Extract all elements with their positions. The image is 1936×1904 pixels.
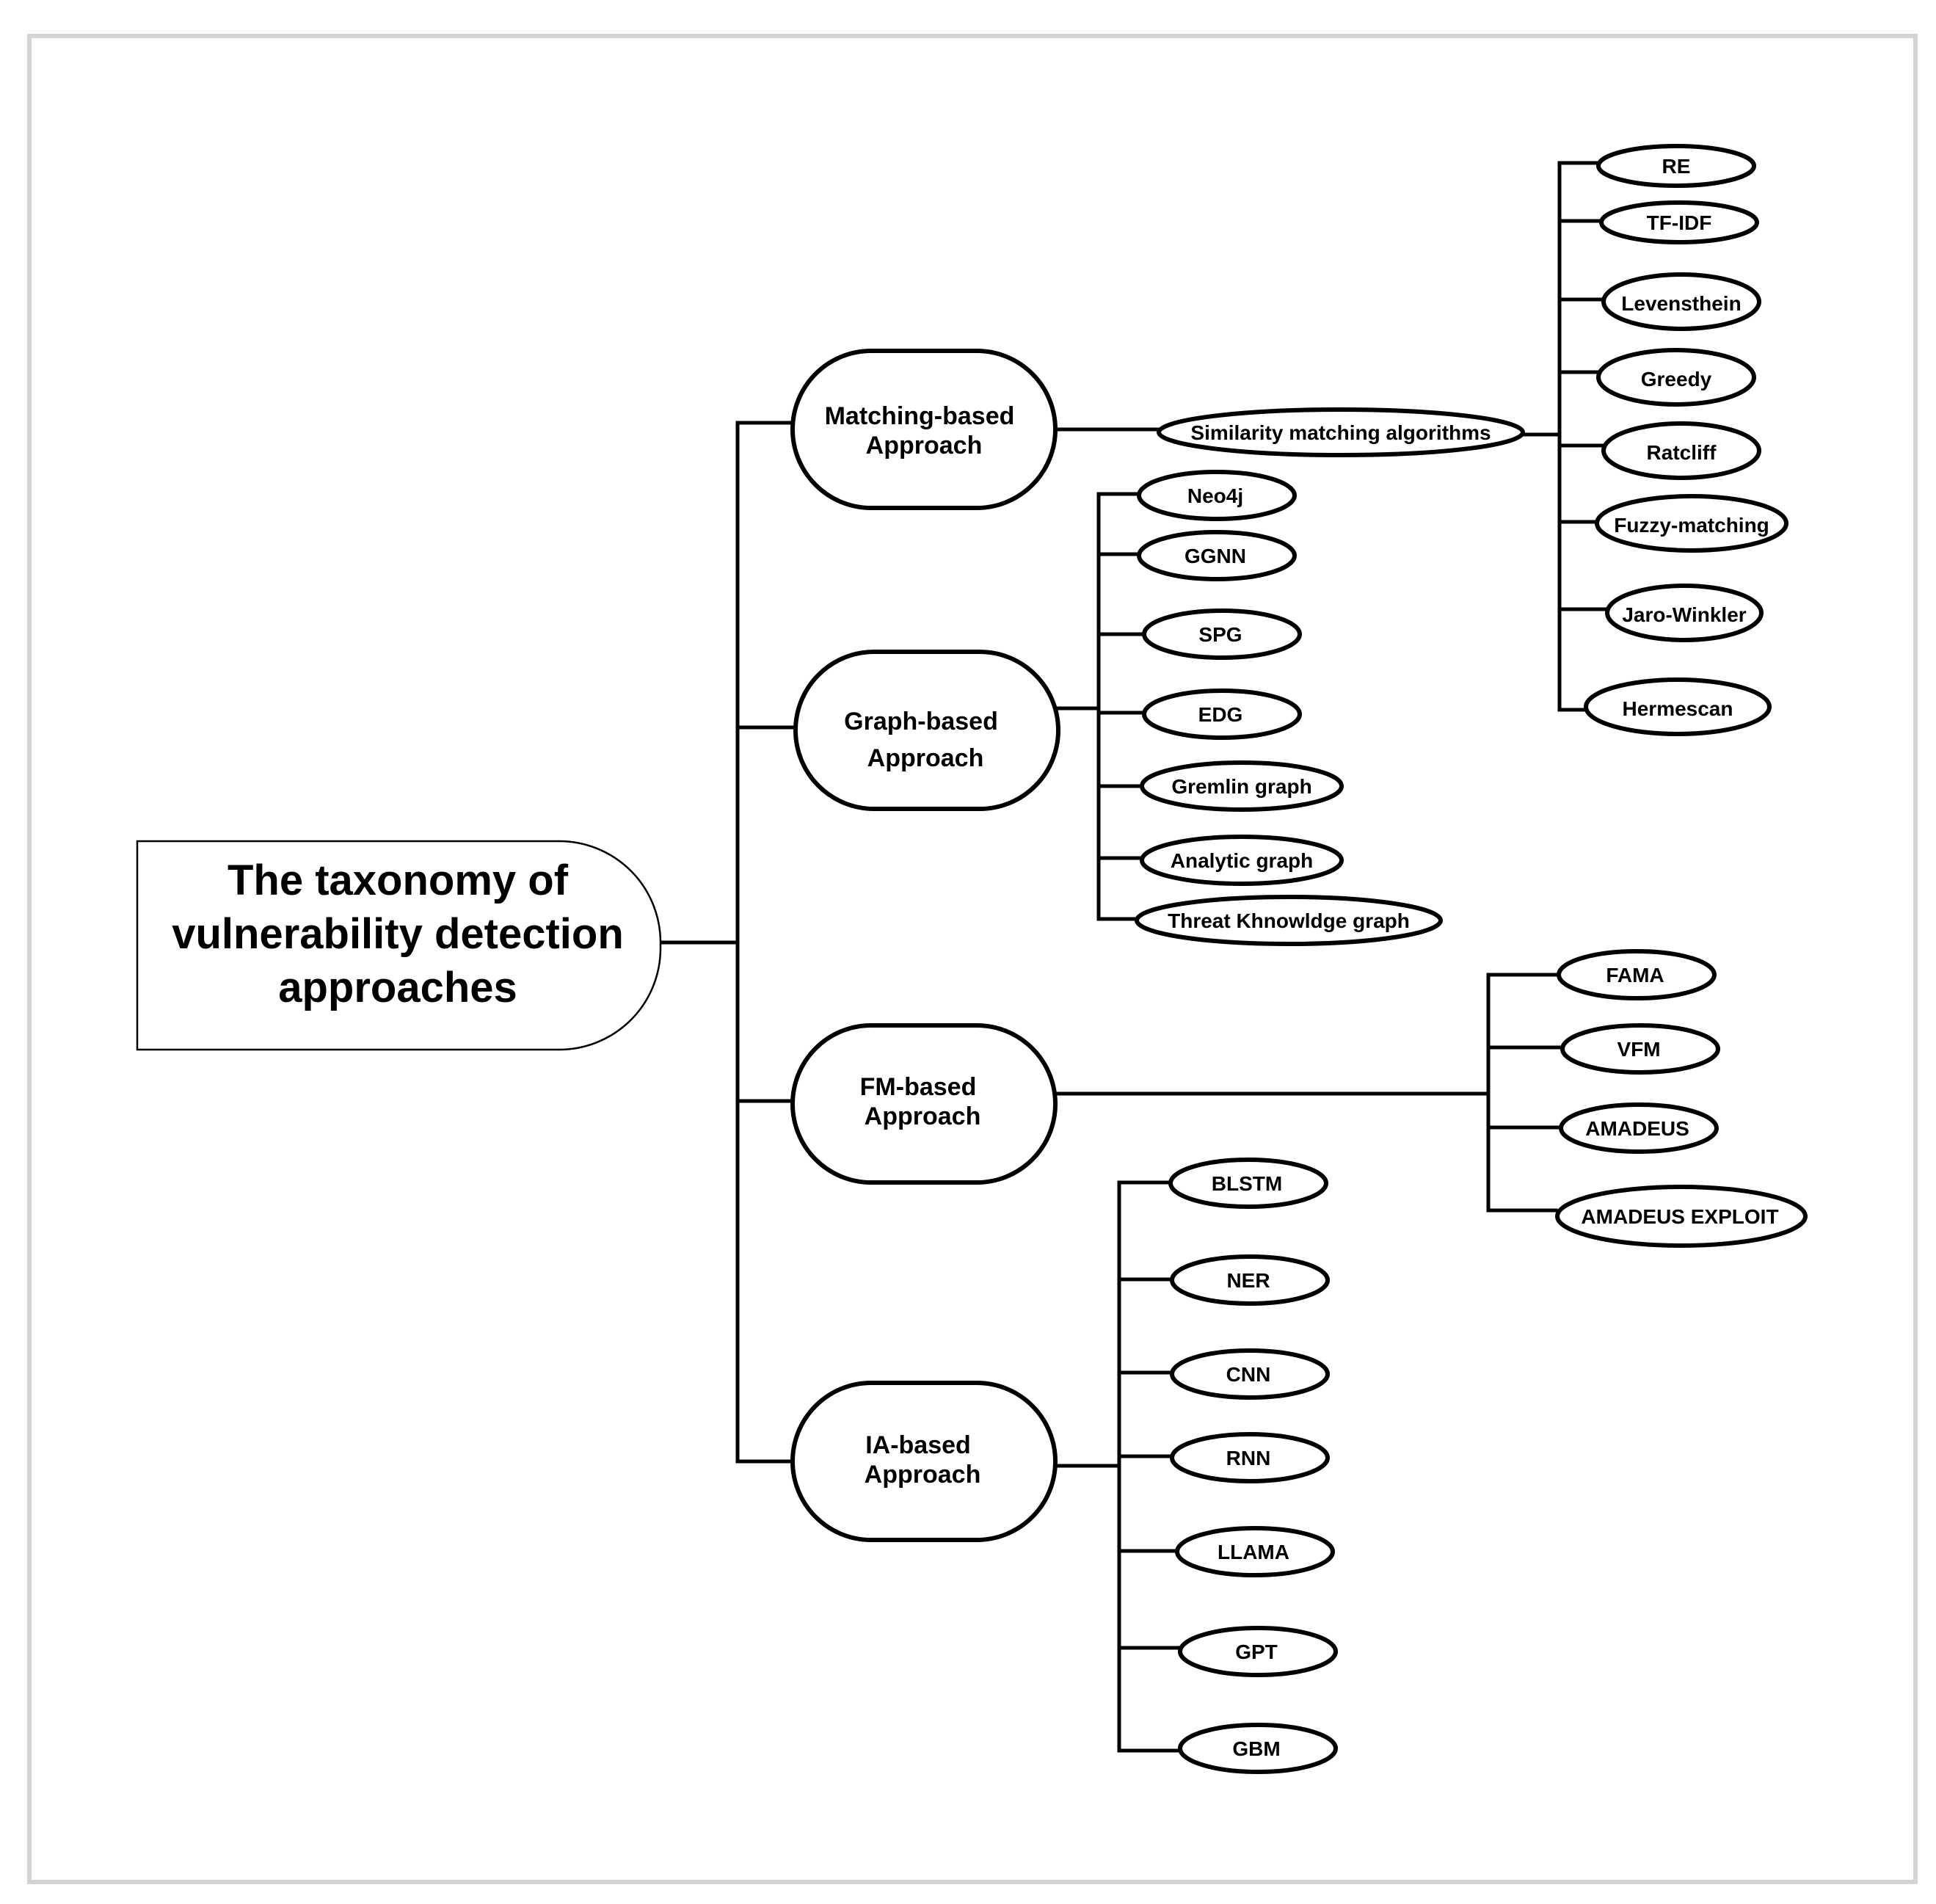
approach-graph-line-2: Approach [867,744,984,772]
leaf-label: Hermescan [1623,697,1733,720]
leaf-label: Greedy [1641,368,1712,390]
graph-leaves: Neo4j GGNN SPG EDG Gremlin graph Analyti… [1135,470,1443,946]
root-title-line-1: The taxonomy of [228,857,569,904]
leaf-node: TF-IDF [1599,200,1759,244]
leaf-node: EDG [1142,688,1302,740]
leaf-node: FAMA [1557,949,1717,1000]
leaf-node: SPG [1142,608,1302,660]
leaf-label: FAMA [1606,964,1664,986]
leaf-node: GBM [1178,1723,1338,1774]
leaf-label: Threat Khnowldge graph [1168,909,1410,932]
leaf-node: Ratcliff [1601,421,1761,480]
approach-ia-line-1: IA-based [865,1431,971,1459]
leaf-label: Analytic graph [1171,849,1313,872]
similarity-matching-node: Similarity matching algorithms [1157,407,1525,457]
matching-leaves: RE TF-IDF Levensthein Greedy Ratcliff Fu… [1584,144,1788,736]
approach-ia-line-2: Approach [865,1461,981,1489]
leaf-label: RE [1662,155,1691,178]
root-node: The taxonomy of vulnerability detection … [136,840,662,1051]
leaf-node: LLAMA [1175,1526,1335,1577]
leaf-label: Levensthein [1621,292,1741,315]
leaf-label: GGNN [1184,545,1246,567]
leaf-label: Fuzzy-matching [1614,514,1769,537]
leaf-node: GPT [1178,1626,1338,1677]
similarity-matching-label: Similarity matching algorithms [1190,421,1491,444]
leaf-label: CNN [1226,1363,1271,1386]
leaf-node: Greedy [1596,348,1756,407]
leaf-node: GGNN [1137,530,1297,581]
ia-leaves: BLSTM NER CNN RNN LLAMA GPT GBM [1168,1158,1338,1774]
leaf-node: BLSTM [1168,1158,1328,1209]
leaf-label: RNN [1226,1447,1271,1469]
connector-lines [658,161,1609,1753]
leaf-label: Gremlin graph [1171,775,1311,798]
leaf-label: AMADEUS [1585,1117,1689,1140]
leaf-label: VFM [1617,1038,1660,1061]
root-title-line-3: approaches [278,964,517,1011]
leaf-node: Hermescan [1584,677,1772,736]
approach-fm-line-2: Approach [865,1102,981,1130]
leaf-node: RE [1596,144,1756,188]
leaf-node: NER [1170,1254,1330,1306]
leaf-node: AMADEUS EXPLOIT [1555,1185,1808,1248]
leaf-node: VFM [1560,1023,1720,1075]
root-title-line-2: vulnerability detection [172,910,624,958]
leaf-node: Analytic graph [1140,835,1344,886]
leaf-label: GPT [1235,1640,1278,1663]
leaf-label: BLSTM [1212,1172,1282,1195]
leaf-label: Ratcliff [1647,441,1717,464]
leaf-label: GBM [1232,1737,1280,1760]
approach-matching-line-1: Matching-based [825,402,1015,430]
leaf-node: AMADEUS [1559,1102,1719,1154]
leaf-node: Fuzzy-matching [1595,494,1788,553]
approach-graph-line-1: Graph-based [844,708,998,735]
leaf-label: AMADEUS EXPLOIT [1581,1205,1778,1228]
leaf-label: Neo4j [1187,484,1243,507]
leaf-node: CNN [1170,1348,1330,1400]
fm-leaves: FAMA VFM AMADEUS AMADEUS EXPLOIT [1555,949,1808,1248]
leaf-label: TF-IDF [1647,211,1712,234]
leaf-node: Gremlin graph [1140,760,1344,812]
leaf-node: Levensthein [1601,272,1761,331]
leaf-node: Threat Khnowldge graph [1135,895,1443,946]
approach-node-fm: FM-based Approach [790,1023,1058,1185]
leaf-label: LLAMA [1218,1541,1289,1563]
approach-node-graph: Graph-based Approach [793,650,1060,811]
leaf-label: EDG [1198,703,1243,726]
approach-node-matching: Matching-based Approach [790,349,1058,510]
leaf-label: Jaro-Winkler [1622,603,1746,626]
leaf-label: NER [1226,1269,1270,1292]
leaf-label: SPG [1198,623,1242,646]
approach-matching-line-2: Approach [866,432,983,459]
leaf-node: Jaro-Winkler [1605,584,1764,642]
leaf-node: Neo4j [1137,470,1297,521]
approach-fm-line-1: FM-based [860,1073,977,1101]
leaf-node: RNN [1170,1432,1330,1483]
approach-node-ia: IA-based Approach [790,1381,1058,1542]
